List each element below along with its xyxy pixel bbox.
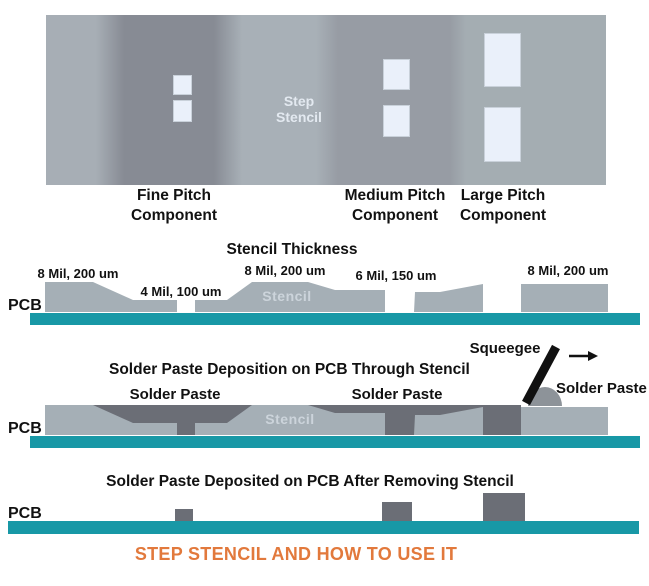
aperture-large-1: [484, 33, 521, 87]
large-pitch-line2: Component: [459, 207, 547, 224]
squeegee-label: Squeegee: [469, 340, 541, 357]
solder-paste-label-mid: Solder Paste: [351, 386, 443, 403]
stencil-deposition-segment-4: [521, 407, 608, 435]
medium-pitch-line2: Component: [351, 207, 439, 224]
diagram-footer-title: STEP STENCIL AND HOW TO USE IT: [134, 544, 458, 564]
stencil-deposition-segment-2: [195, 405, 385, 435]
thickness-label-8mil-2: 8 Mil, 200 um: [244, 263, 326, 278]
solder-paste-label-left: Solder Paste: [129, 386, 221, 403]
squeegee-motion-arrowhead-icon: [588, 351, 598, 361]
medium-pitch-line1: Medium Pitch: [344, 187, 446, 204]
step-stencil-panel-label-line2: Stencil: [276, 109, 322, 125]
aperture-medium-1: [383, 59, 410, 90]
stencil-profile-segment-3: [414, 284, 483, 312]
stencil-profile-segment-1: [45, 282, 177, 312]
solder-paste-deposit-large: [483, 493, 525, 521]
medium-pitch-component-label: Medium Pitch Component: [333, 186, 457, 226]
pcb-label-thickness: PCB: [8, 297, 42, 314]
stencil-word-deposition: Stencil: [265, 411, 315, 427]
thickness-label-8mil-1: 8 Mil, 200 um: [37, 266, 119, 281]
solder-paste-deposit-small: [175, 509, 193, 521]
aperture-medium-2: [383, 105, 410, 137]
thickness-label-6mil: 6 Mil, 150 um: [355, 268, 437, 283]
stencil-profile-segment-4: [521, 284, 608, 312]
stencil-thickness-title: Stencil Thickness: [226, 241, 358, 258]
thickness-label-4mil: 4 Mil, 100 um: [140, 284, 222, 299]
stencil-deposition-segment-3: [414, 407, 483, 435]
stencil-profile-segment-2: [195, 282, 385, 312]
stencil-word-thickness: Stencil: [262, 288, 312, 304]
pcb-bar-after-section: [8, 521, 639, 534]
fine-pitch-line2: Component: [130, 207, 218, 224]
pcb-label-after: PCB: [8, 505, 42, 522]
after-removal-title: Solder Paste Deposited on PCB After Remo…: [106, 473, 514, 490]
fine-pitch-line1: Fine Pitch: [136, 187, 212, 204]
squeegee-blade: [522, 344, 560, 406]
pcb-bar-thickness-section: [30, 313, 640, 325]
step-stencil-panel-label-line1: Step: [283, 93, 315, 109]
fine-pitch-component-label: Fine Pitch Component: [112, 186, 236, 226]
step-stencil-panel-label: Step Stencil: [254, 93, 344, 125]
step-stencil-top-view: [46, 15, 606, 185]
solder-paste-deposit-medium: [382, 502, 412, 521]
large-pitch-component-label: Large Pitch Component: [441, 186, 565, 226]
large-pitch-line1: Large Pitch: [460, 187, 546, 204]
pcb-label-deposition: PCB: [8, 420, 42, 437]
deposition-title: Solder Paste Deposition on PCB Through S…: [109, 361, 470, 378]
aperture-large-2: [484, 107, 521, 162]
aperture-fine-1: [173, 75, 192, 95]
stencil-deposition-segment-1: [45, 405, 177, 435]
thickness-label-8mil-3: 8 Mil, 200 um: [527, 263, 609, 278]
aperture-fine-2: [173, 100, 192, 122]
pcb-bar-deposition-section: [30, 436, 640, 448]
solder-paste-label-bead: Solder Paste: [556, 380, 647, 397]
